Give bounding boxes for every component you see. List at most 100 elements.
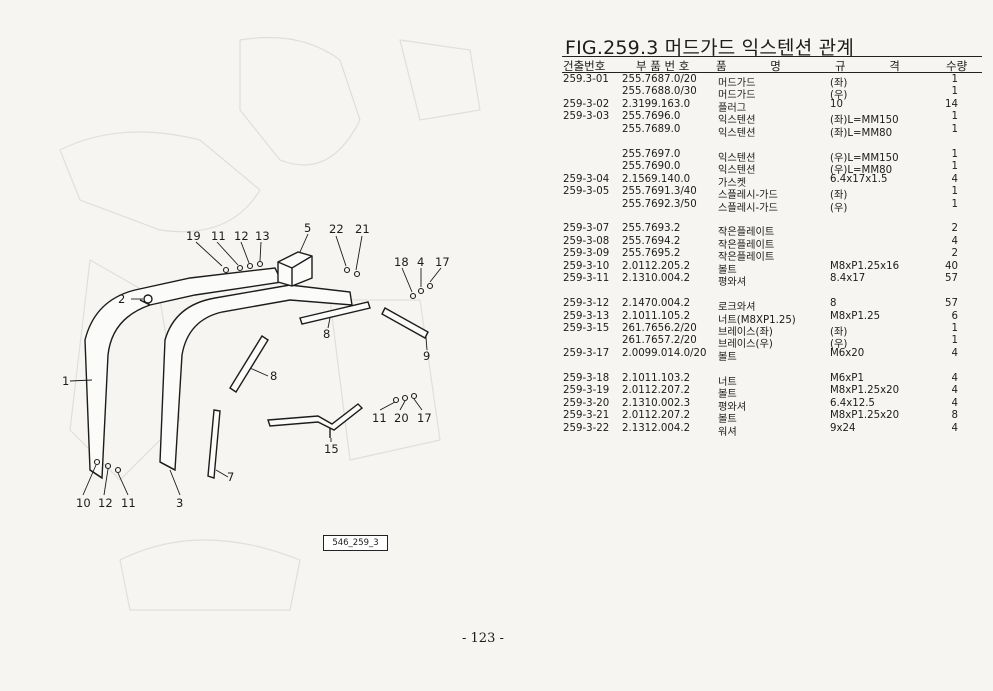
part-no-cell: 255.7687.0/20: [622, 74, 697, 85]
spec-cell: M8xP1.25x16: [830, 260, 900, 272]
fig-no-cell: 259-3-05: [563, 186, 610, 198]
part-no-cell: 255.7689.0: [622, 123, 681, 135]
part-3-mudguard-right: [159, 284, 353, 472]
spec-cell: M8xP1.25x20: [830, 410, 900, 422]
header-part-no: 부 품 번 호: [636, 59, 690, 73]
table-row: [548, 286, 993, 298]
part-7-small-plate: [207, 409, 221, 479]
figure-tag: 546_259_3: [323, 535, 388, 551]
part-no-cell: 2.1312.004.2: [622, 422, 691, 434]
part-name-cell: 평와셔: [718, 277, 747, 289]
qty-cell: 1: [951, 186, 958, 198]
callout: 15: [324, 442, 339, 456]
fig-no-cell: 259-3-10: [563, 260, 610, 272]
qty-cell: 1: [951, 123, 958, 135]
qty-cell: 1: [951, 323, 958, 334]
fig-no-cell: 259-3-09: [563, 248, 610, 260]
part-name-cell: 플러그: [718, 102, 747, 114]
part-name-cell: 볼트: [718, 414, 737, 426]
table-row: [548, 360, 993, 372]
spec-cell: 8: [830, 298, 837, 310]
spec-cell: M8xP1.25x20: [830, 385, 900, 397]
part-name-cell: 작은플레이트: [718, 227, 775, 239]
fig-no-cell: 259-3-02: [563, 98, 610, 110]
fig-no-cell: 259-3-08: [563, 235, 610, 247]
leader-lines: [69, 233, 442, 496]
fig-no-cell: 259-3-03: [563, 111, 610, 123]
fig-no-cell: 259-3-18: [563, 372, 610, 384]
spec-cell: M8xP1.25: [830, 310, 881, 322]
part-no-cell: 2.0099.014.0/20: [622, 347, 707, 359]
spec-cell: (우)L=MM150: [830, 152, 899, 164]
spec-cell: (좌)L=MM150: [830, 115, 899, 127]
qty-cell: 2: [951, 223, 958, 235]
qty-cell: 57: [945, 298, 958, 310]
fig-no-cell: 259-3-13: [563, 310, 610, 322]
part-no-cell: 255.7688.0/30: [622, 86, 697, 98]
header-spec: 규 격: [835, 59, 900, 73]
page-title: FIG.259.3 머드가드 익스텐션 관계: [565, 37, 855, 59]
callout: 12: [234, 229, 249, 243]
spec-cell: (우)L=MM80: [830, 165, 893, 177]
part-no-cell: 2.1011.105.2: [622, 310, 691, 322]
callout: 2: [118, 292, 125, 306]
qty-cell: 4: [951, 235, 958, 247]
part-name-cell: 너트: [718, 376, 737, 388]
part-no-cell: 2.0112.207.2: [622, 385, 691, 397]
callout: 8: [323, 327, 330, 341]
qty-cell: 1: [951, 86, 958, 98]
qty-cell: 1: [951, 161, 958, 173]
part-no-cell: 261.7656.2/20: [622, 323, 697, 334]
callout: 13: [255, 229, 270, 243]
spec-cell: 6.4x12.5: [830, 397, 875, 409]
qty-cell: 14: [945, 98, 958, 110]
callout: 8: [270, 369, 277, 383]
callout: 11: [121, 496, 136, 510]
spec-cell: (좌): [830, 327, 848, 338]
part-no-cell: 255.7691.3/40: [622, 186, 697, 198]
part-name-cell: 작은플레이트: [718, 239, 775, 251]
spec-cell: M6xP1: [830, 372, 864, 384]
qty-cell: 4: [951, 385, 958, 397]
spec-cell: 6.4x17x1.5: [830, 173, 888, 185]
part-no-cell: 2.1310.004.2: [622, 273, 691, 285]
qty-cell: 57: [945, 273, 958, 285]
qty-cell: 4: [951, 173, 958, 185]
qty-cell: 1: [951, 335, 958, 347]
spec-cell: (우): [830, 90, 848, 102]
header-name: 품 명: [716, 59, 781, 73]
callout: 10: [76, 496, 91, 510]
part-no-cell: 2.1310.002.3: [622, 397, 691, 409]
spec-cell: M6x20: [830, 347, 865, 359]
callout: 12: [98, 496, 113, 510]
callout: 11: [372, 411, 387, 425]
spec-cell: 10: [830, 98, 843, 110]
part-no-cell: 255.7692.3/50: [622, 198, 697, 210]
fig-no-cell: 259-3-21: [563, 410, 610, 422]
table-row: [548, 211, 993, 223]
part-name-cell: 익스텐션: [718, 152, 756, 164]
qty-cell: 6: [951, 310, 958, 322]
fig-no-cell: 259-3-17: [563, 347, 610, 359]
part-name-cell: 평와셔: [718, 401, 747, 413]
callout: 19: [186, 229, 201, 243]
callout: 21: [355, 222, 370, 236]
callout: 20: [394, 411, 409, 425]
callout: 1: [62, 374, 69, 388]
callout: 9: [423, 349, 430, 363]
